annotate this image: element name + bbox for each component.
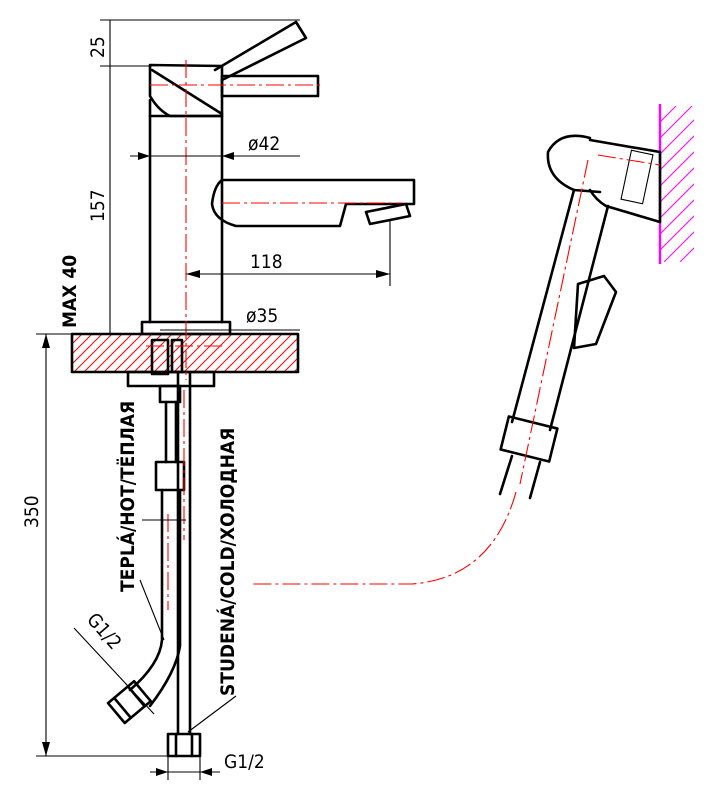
lever-height-label: 25 bbox=[87, 36, 109, 58]
wall-hatch-line bbox=[660, 151, 694, 187]
cold-water-label: STUDENÁ/COLD/ХОЛОДНАЯ bbox=[216, 428, 239, 696]
wall-hatch-line bbox=[660, 135, 694, 171]
wall-hatch-line bbox=[660, 183, 694, 219]
countertop-hatch-line bbox=[304, 334, 342, 372]
hot-thread-label: G1/2 bbox=[82, 609, 125, 654]
countertop-hatch-line bbox=[263, 337, 298, 372]
lever-arm-raised bbox=[213, 20, 308, 82]
shower-trigger bbox=[572, 274, 618, 350]
spout bbox=[210, 178, 416, 228]
countertop-hatch-line bbox=[72, 334, 83, 345]
countertop-hatch-line bbox=[334, 334, 372, 372]
cold-hose-tube bbox=[176, 370, 192, 736]
max-thickness-label: MAX 40 bbox=[59, 255, 81, 328]
hot-hose-ferrule bbox=[154, 460, 186, 492]
wall-hatch-line bbox=[696, 106, 714, 262]
countertop-hatch-line bbox=[72, 334, 103, 365]
shower-hose-start bbox=[498, 454, 542, 500]
countertop-hatch-line bbox=[324, 334, 362, 372]
countertop-hatch-line bbox=[253, 334, 293, 372]
countertop-hatch-line bbox=[93, 334, 133, 372]
wall-section bbox=[658, 104, 714, 264]
countertop-hatch-line bbox=[73, 334, 113, 372]
countertop-hatch-line bbox=[213, 334, 253, 372]
wall-hatch-line bbox=[660, 119, 694, 155]
shower-holder bbox=[588, 138, 662, 224]
countertop-hatch-line bbox=[203, 334, 243, 372]
countertop-hatch-line bbox=[103, 334, 143, 372]
wall-hatch-line bbox=[663, 231, 694, 262]
cold-hose bbox=[166, 370, 202, 758]
wall-hatch-line bbox=[660, 106, 677, 123]
hot-hose-tube bbox=[164, 400, 178, 464]
body-diameter-label: ø42 bbox=[248, 133, 280, 155]
wall-hatch-line bbox=[660, 106, 661, 107]
centre-lines bbox=[146, 60, 661, 610]
hose-length-label: 350 bbox=[21, 495, 43, 528]
body-height-label: 157 bbox=[87, 189, 109, 222]
aerator bbox=[364, 202, 412, 226]
hot-water-label: TEPLÁ/HOT/ТЁПЛАЯ bbox=[115, 401, 139, 592]
hand-shower bbox=[498, 134, 662, 500]
wall-hatch-line bbox=[660, 167, 694, 203]
shower-head bbox=[546, 134, 602, 194]
cold-hose-fitting bbox=[166, 732, 202, 758]
dimension-lines bbox=[36, 19, 391, 780]
countertop-hatch-line bbox=[293, 367, 298, 372]
cold-thread-label: G1/2 bbox=[224, 751, 265, 773]
base-diameter-label: ø35 bbox=[246, 305, 278, 327]
countertop-hatch-line bbox=[113, 334, 153, 372]
mounting-nut bbox=[126, 370, 216, 388]
countertop-hatch-line bbox=[72, 334, 73, 335]
countertop-hatch-line bbox=[193, 334, 233, 372]
lever-slope bbox=[150, 68, 224, 116]
countertop-hatch-line bbox=[233, 334, 273, 372]
countertop-hatch-line bbox=[183, 334, 223, 372]
countertop-hatch-line bbox=[283, 357, 298, 372]
spout-reach-label: 118 bbox=[250, 251, 283, 273]
countertop-hatch-line bbox=[273, 347, 298, 372]
countertop-hatch-line bbox=[314, 334, 352, 372]
shower-handle bbox=[510, 188, 610, 432]
lever-arm bbox=[220, 74, 320, 98]
wall-hatch-line bbox=[660, 215, 694, 251]
shower-holder-recess bbox=[620, 149, 654, 205]
mounting-stud bbox=[150, 338, 170, 376]
wall-hatch-line bbox=[660, 106, 693, 139]
countertop-hatch-line bbox=[243, 334, 283, 372]
countertop-hatch-line bbox=[173, 334, 213, 372]
faucet-body bbox=[126, 20, 416, 388]
hot-hose-nut bbox=[158, 384, 182, 404]
countertop-hatch-line bbox=[223, 334, 263, 372]
wall-hatching bbox=[660, 106, 714, 262]
countertop-hatching bbox=[72, 334, 372, 372]
countertop-hatch-line bbox=[83, 334, 123, 372]
shower-hose-path bbox=[250, 491, 517, 585]
countertop-section bbox=[70, 332, 372, 374]
wall-hatch-line bbox=[660, 199, 694, 235]
